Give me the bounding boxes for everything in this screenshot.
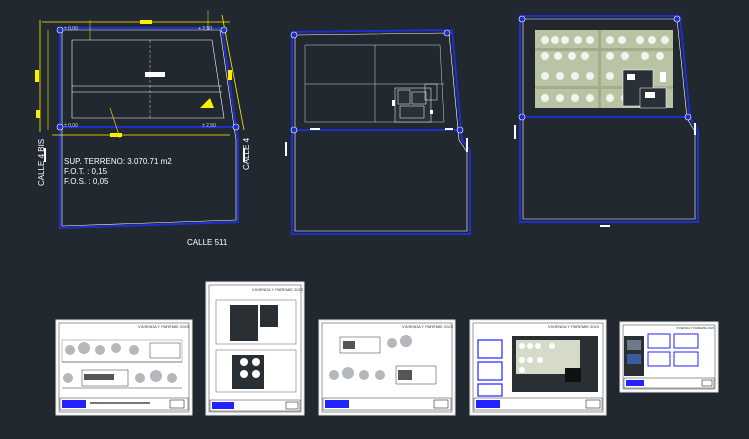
street-label-bottom: CALLE 511 <box>187 238 228 247</box>
layout-sheet-sections[interactable] <box>318 319 456 416</box>
site-plan-landscape[interactable] <box>514 15 699 227</box>
level-mark-bottom-left: ± 0,00 <box>64 123 78 129</box>
lot-area-label: SUP. TERRENO: 3.070.71 m2 <box>64 157 172 166</box>
street-label-right: CALLE 4 <box>242 137 251 170</box>
street-label-left: CALLE 4 BIS <box>37 138 46 186</box>
sheet-title-5: VIVIENDA Y PAREMIE 2023 <box>676 326 715 330</box>
site-plan-dimensions[interactable] <box>35 10 245 230</box>
sheet-title-4: VIVIENDA Y PAREMIE 2023 <box>548 324 599 329</box>
layout-sheet-floorplans[interactable] <box>205 281 305 416</box>
sheet-title-1: VIVIENDA Y PAREMIE 2023 <box>138 324 189 329</box>
sheet-title-2: VIVIENDA Y PAREMIE 2023 <box>252 287 303 292</box>
level-mark-top-right: + 2,50 <box>198 26 213 32</box>
fos-label: F.O.S. : 0,05 <box>64 177 109 186</box>
sheet-title-3: VIVIENDA Y PAREMIE 2023 <box>402 324 453 329</box>
layout-sheet-site[interactable] <box>469 319 607 416</box>
layout-sheet-details[interactable] <box>619 321 719 393</box>
fot-label: F.O.T. : 0,15 <box>64 167 108 176</box>
layout-sheet-elevations[interactable] <box>55 319 193 416</box>
level-mark-top-left: ± 0,00 <box>64 26 78 32</box>
site-plan-building[interactable] <box>285 28 471 235</box>
level-mark-bottom-right: ± 2,50 <box>202 123 216 129</box>
